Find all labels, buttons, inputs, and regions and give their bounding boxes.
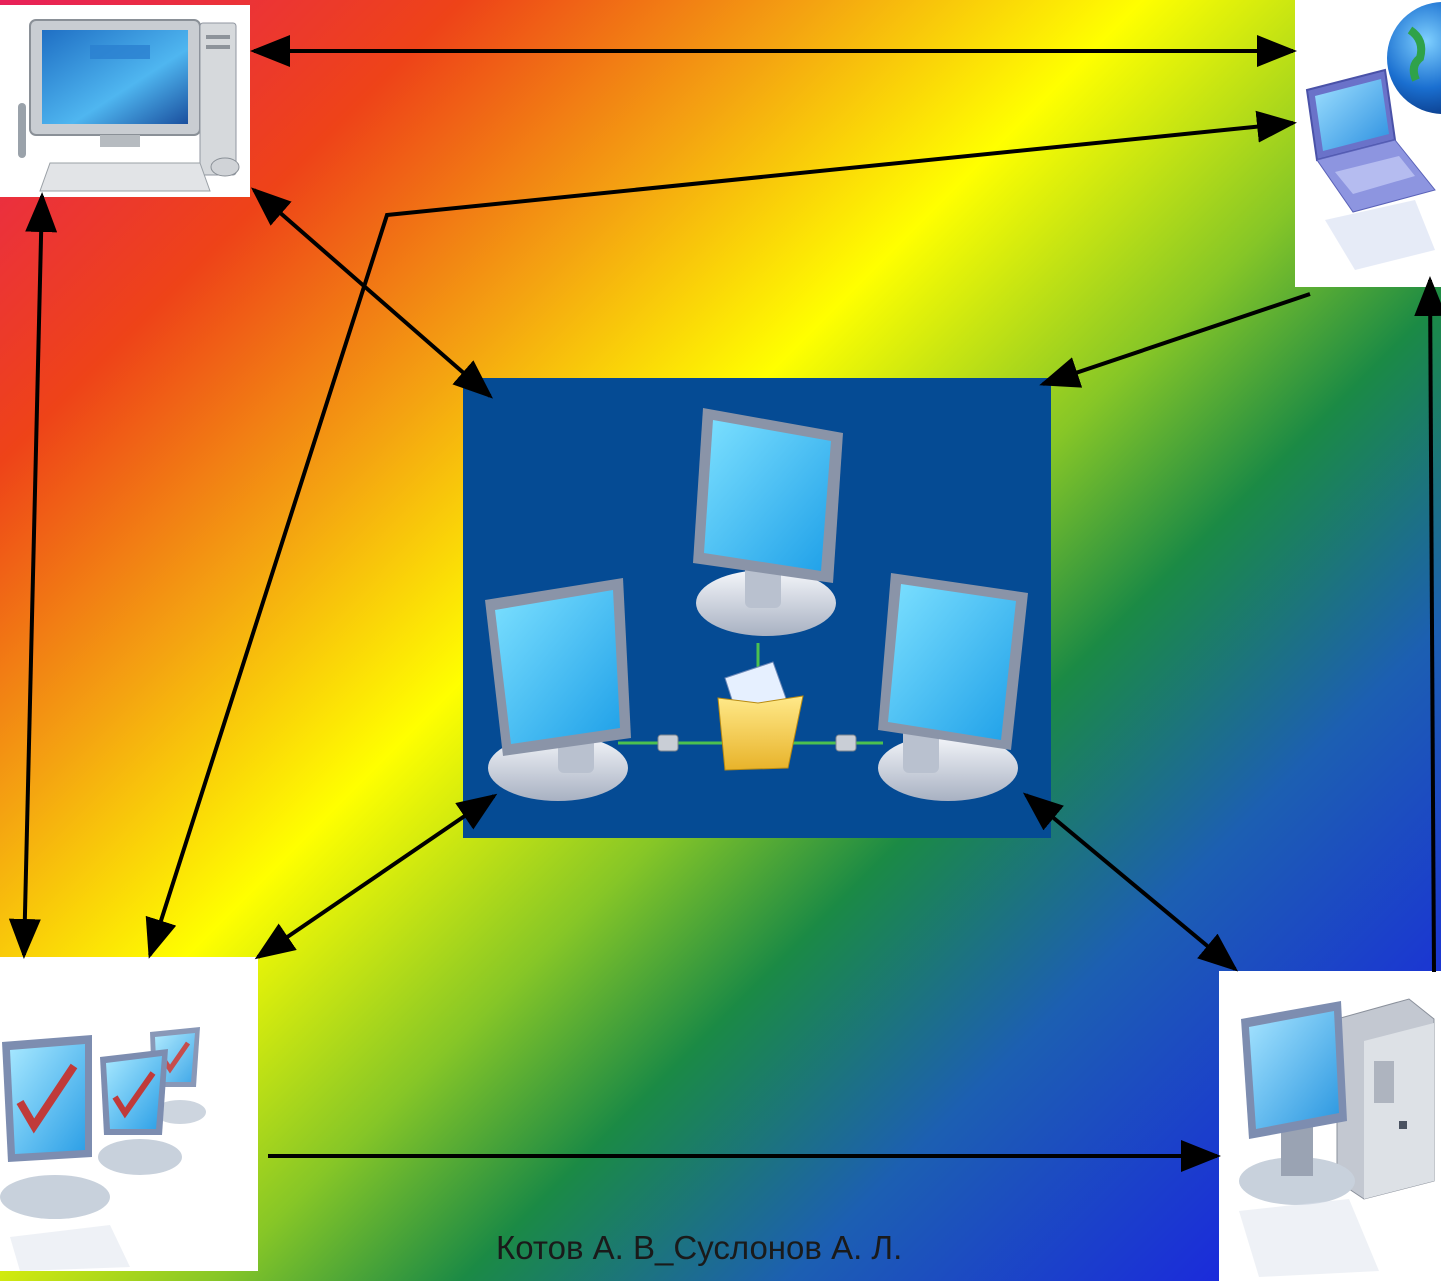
- laptop-globe-icon: [1305, 2, 1441, 270]
- arrow-right-vertical: [1414, 276, 1441, 973]
- desktop-tower-node: [1219, 971, 1441, 1281]
- arrow-center-bl: [254, 793, 498, 960]
- arrow-tr-center: [1039, 292, 1311, 388]
- checked-monitors-node: [0, 957, 258, 1271]
- arrow-left-vertical: [8, 192, 58, 959]
- arrow-center-br: [1022, 792, 1239, 972]
- author-credit: Котов А. В_Суслонов А. Л.: [496, 1229, 903, 1266]
- laptop-globe-node: [1295, 0, 1441, 287]
- desktop-tower-icon: [1239, 998, 1435, 1277]
- arrow-tl-center: [250, 187, 494, 399]
- checked-monitors-icon: [0, 1027, 206, 1271]
